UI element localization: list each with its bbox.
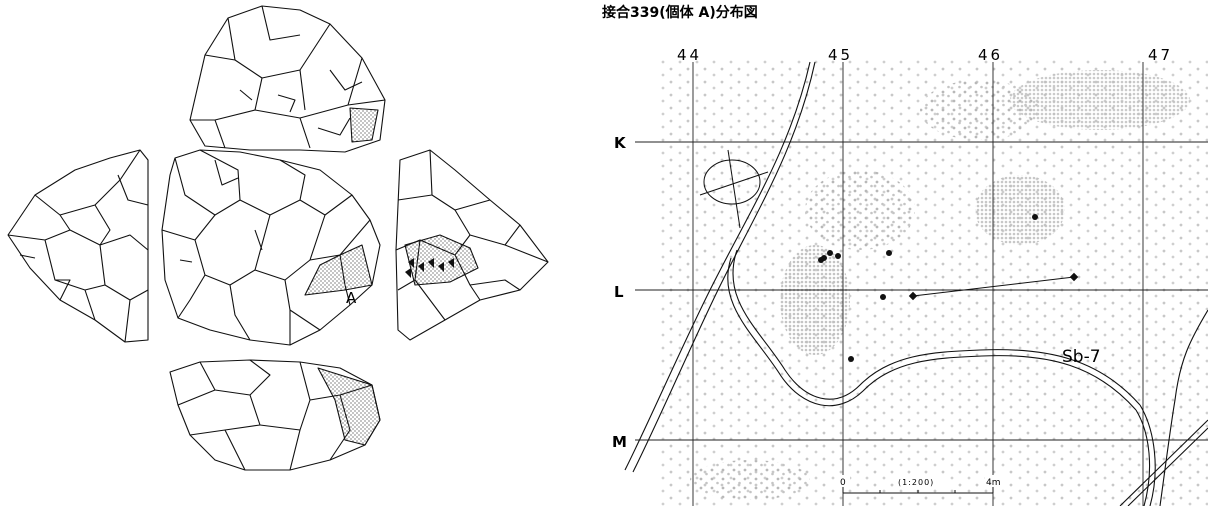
artifact-dense-clusters	[690, 70, 1190, 500]
piece-label-a: A	[346, 289, 357, 307]
distribution-map: 接合339(個体 A)分布図 44 45 46 47 K L M	[602, 4, 1208, 506]
refit-point	[848, 356, 854, 362]
artifact-top-view	[189, 5, 386, 153]
grid-col-label-46: 46	[978, 46, 1003, 64]
refit-point	[1032, 214, 1038, 220]
map-grid	[635, 62, 1208, 506]
grid-col-label-44: 44	[677, 46, 702, 64]
grid-row-label-l: L	[614, 283, 624, 301]
artifact-bottom-view	[169, 359, 381, 471]
refit-point	[886, 250, 892, 256]
refit-point	[827, 250, 833, 256]
refit-connection	[908, 272, 1079, 301]
refit-point	[880, 294, 886, 300]
scale-end: 4m	[986, 478, 1001, 488]
scale-bar: 0 (1:200) 4m	[838, 475, 1009, 494]
grid-col-label-47: 47	[1148, 46, 1173, 64]
artifact-scatter-background	[660, 60, 1208, 506]
artifact-right-view	[395, 149, 549, 341]
area-label-sb7: Sb-7	[1062, 347, 1101, 367]
north-arrow-symbol	[699, 149, 769, 229]
refit-point	[835, 253, 841, 259]
refit-point	[821, 255, 827, 261]
artifact-refit-drawing: A	[7, 5, 549, 471]
refit-points	[818, 214, 1038, 362]
scale-ratio: (1:200)	[898, 478, 934, 487]
feature-boundaries	[624, 61, 1208, 506]
scale-start: 0	[840, 478, 846, 488]
artifact-left-view	[7, 149, 149, 343]
map-title: 接合339(個体 A)分布図	[602, 4, 758, 21]
grid-col-label-45: 45	[828, 46, 853, 64]
grid-row-label-m: M	[612, 433, 627, 451]
grid-row-label-k: K	[614, 134, 627, 152]
artifact-front-view	[161, 149, 381, 346]
